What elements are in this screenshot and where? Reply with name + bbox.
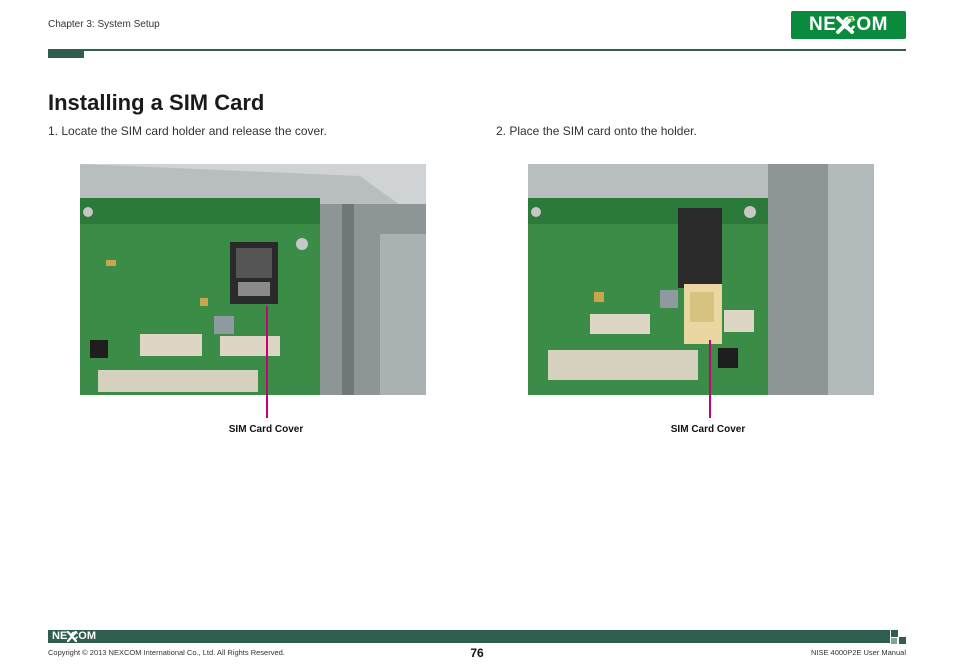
- footer-logo-x-mark-icon: [67, 631, 77, 642]
- sim-cover-pointer-line: [266, 306, 268, 418]
- manual-name: NISE 4000P2E User Manual: [810, 648, 906, 657]
- sim-holder-photo-card-placed: [528, 164, 874, 395]
- header-rule: [48, 49, 906, 51]
- photo-2-caption: SIM Card Cover: [670, 424, 746, 435]
- page-number: 76: [470, 646, 484, 660]
- logo-x-mark-icon: [836, 16, 854, 34]
- footer-square-icon: [891, 630, 898, 637]
- page-title: Installing a SIM Card: [48, 90, 265, 115]
- footer-square-icon: [899, 637, 906, 644]
- footer-bar: [48, 630, 890, 643]
- footer-logo: NE COM: [52, 630, 96, 642]
- step-2-text: 2. Place the SIM card onto the holder.: [496, 124, 697, 138]
- step-1-text: 1. Locate the SIM card holder and releas…: [48, 124, 327, 138]
- chapter-label: Chapter 3: System Setup: [48, 19, 160, 30]
- copyright-notice: Copyright © 2013 NEXCOM International Co…: [48, 648, 285, 657]
- sim-holder-photo-cover-open: [80, 164, 426, 395]
- footer-square-icon: [891, 638, 897, 644]
- photo-1-caption: SIM Card Cover: [228, 424, 304, 435]
- nexcom-logo: NE COM: [791, 11, 906, 39]
- sim-cover-pointer-line: [709, 340, 711, 418]
- header-rule-block: [48, 49, 84, 58]
